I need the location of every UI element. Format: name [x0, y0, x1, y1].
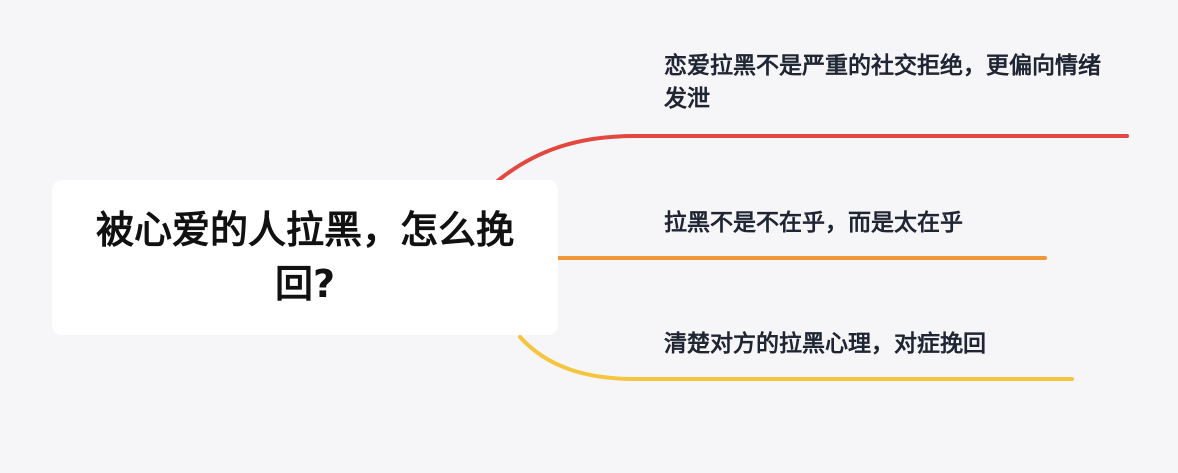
branch-label-3[interactable]: 清楚对方的拉黑心理，对症挽回: [664, 331, 986, 357]
branch-label-2[interactable]: 拉黑不是不在乎，而是太在乎: [664, 210, 963, 236]
branch-label-1[interactable]: 恋爱拉黑不是严重的社交拒绝，更偏向情绪发泄: [664, 53, 1101, 113]
branch-connector-yellow: [518, 335, 1074, 381]
root-title: 被心爱的人拉黑，怎么挽回?: [95, 208, 514, 306]
branch-connector-red: [493, 134, 1129, 185]
root-node[interactable]: 被心爱的人拉黑，怎么挽回?: [52, 180, 558, 335]
